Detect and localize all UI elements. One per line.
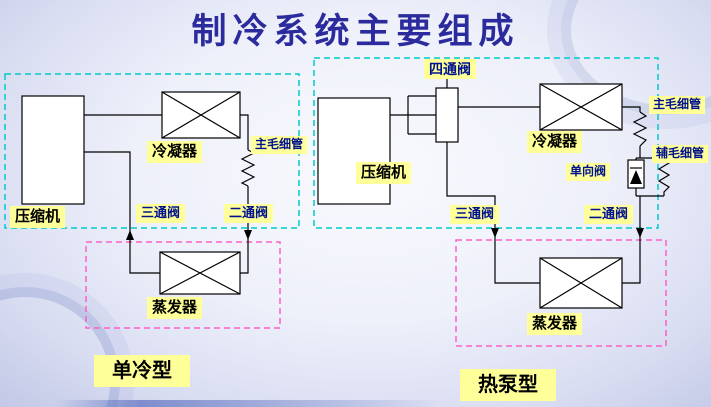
left-evaporator-label: 蒸发器 bbox=[147, 297, 203, 319]
right-condenser-label: 冷凝器 bbox=[527, 131, 583, 153]
left-main-capillary-symbol bbox=[240, 149, 256, 187]
right-check-valve-label: 单向阀 bbox=[566, 163, 611, 181]
right-main-capillary-label: 主毛细管 bbox=[649, 96, 706, 114]
left-condenser-out-pipe bbox=[240, 114, 249, 150]
left-two-way-valve-label: 二通阀 bbox=[224, 204, 274, 223]
right-evaporator-symbol bbox=[539, 257, 623, 309]
right-compressor-label: 压缩机 bbox=[356, 162, 412, 184]
left-main-capillary-label: 主毛细管 bbox=[251, 136, 308, 154]
right-three-way-flow-arrow bbox=[491, 228, 499, 238]
left-condenser-symbol bbox=[161, 91, 241, 139]
slide-title: 制冷系统主要组成 bbox=[191, 11, 520, 52]
left-evaporator-symbol bbox=[159, 251, 241, 295]
right-outdoor-unit-border bbox=[313, 57, 659, 229]
left-compressor-symbol bbox=[21, 95, 85, 205]
right-liquid-pipe bbox=[622, 196, 641, 284]
right-aux-capillary-symbol bbox=[657, 157, 671, 196]
right-four-way-valve-label: 四通阀 bbox=[424, 59, 476, 80]
left-liquid-pipe bbox=[240, 186, 249, 274]
left-condenser-label: 冷凝器 bbox=[147, 141, 203, 163]
right-condenser-symbol bbox=[539, 83, 623, 131]
right-check-valve-symbol bbox=[627, 159, 645, 189]
right-indoor-unit-border bbox=[455, 239, 667, 347]
decorative-bottom-strip bbox=[55, 400, 445, 407]
right-condenser-out-pipe bbox=[622, 106, 641, 112]
right-four-way-valve-symbol bbox=[407, 79, 459, 143]
right-evaporator-label: 蒸发器 bbox=[527, 313, 583, 335]
right-two-way-valve-label: 二通阀 bbox=[584, 205, 634, 224]
right-diagram-caption: 热泵型 bbox=[460, 369, 556, 401]
right-compressor-symbol bbox=[317, 97, 391, 205]
right-aux-capillary-label: 辅毛细管 bbox=[652, 145, 709, 163]
right-two-way-flow-arrow bbox=[636, 228, 644, 238]
left-three-way-valve-label: 三通阀 bbox=[136, 204, 186, 223]
left-three-way-flow-arrow bbox=[126, 230, 134, 240]
left-pipes bbox=[84, 114, 249, 274]
left-diagram-caption: 单冷型 bbox=[94, 355, 190, 387]
left-suction-pipe bbox=[84, 151, 160, 274]
right-suction-pipe bbox=[446, 142, 540, 284]
right-three-way-valve-label: 三通阀 bbox=[450, 205, 500, 224]
left-two-way-flow-arrow bbox=[244, 230, 252, 240]
left-compressor-label: 压缩机 bbox=[10, 206, 66, 228]
right-pipes bbox=[390, 106, 664, 284]
right-main-capillary-symbol bbox=[632, 111, 648, 147]
